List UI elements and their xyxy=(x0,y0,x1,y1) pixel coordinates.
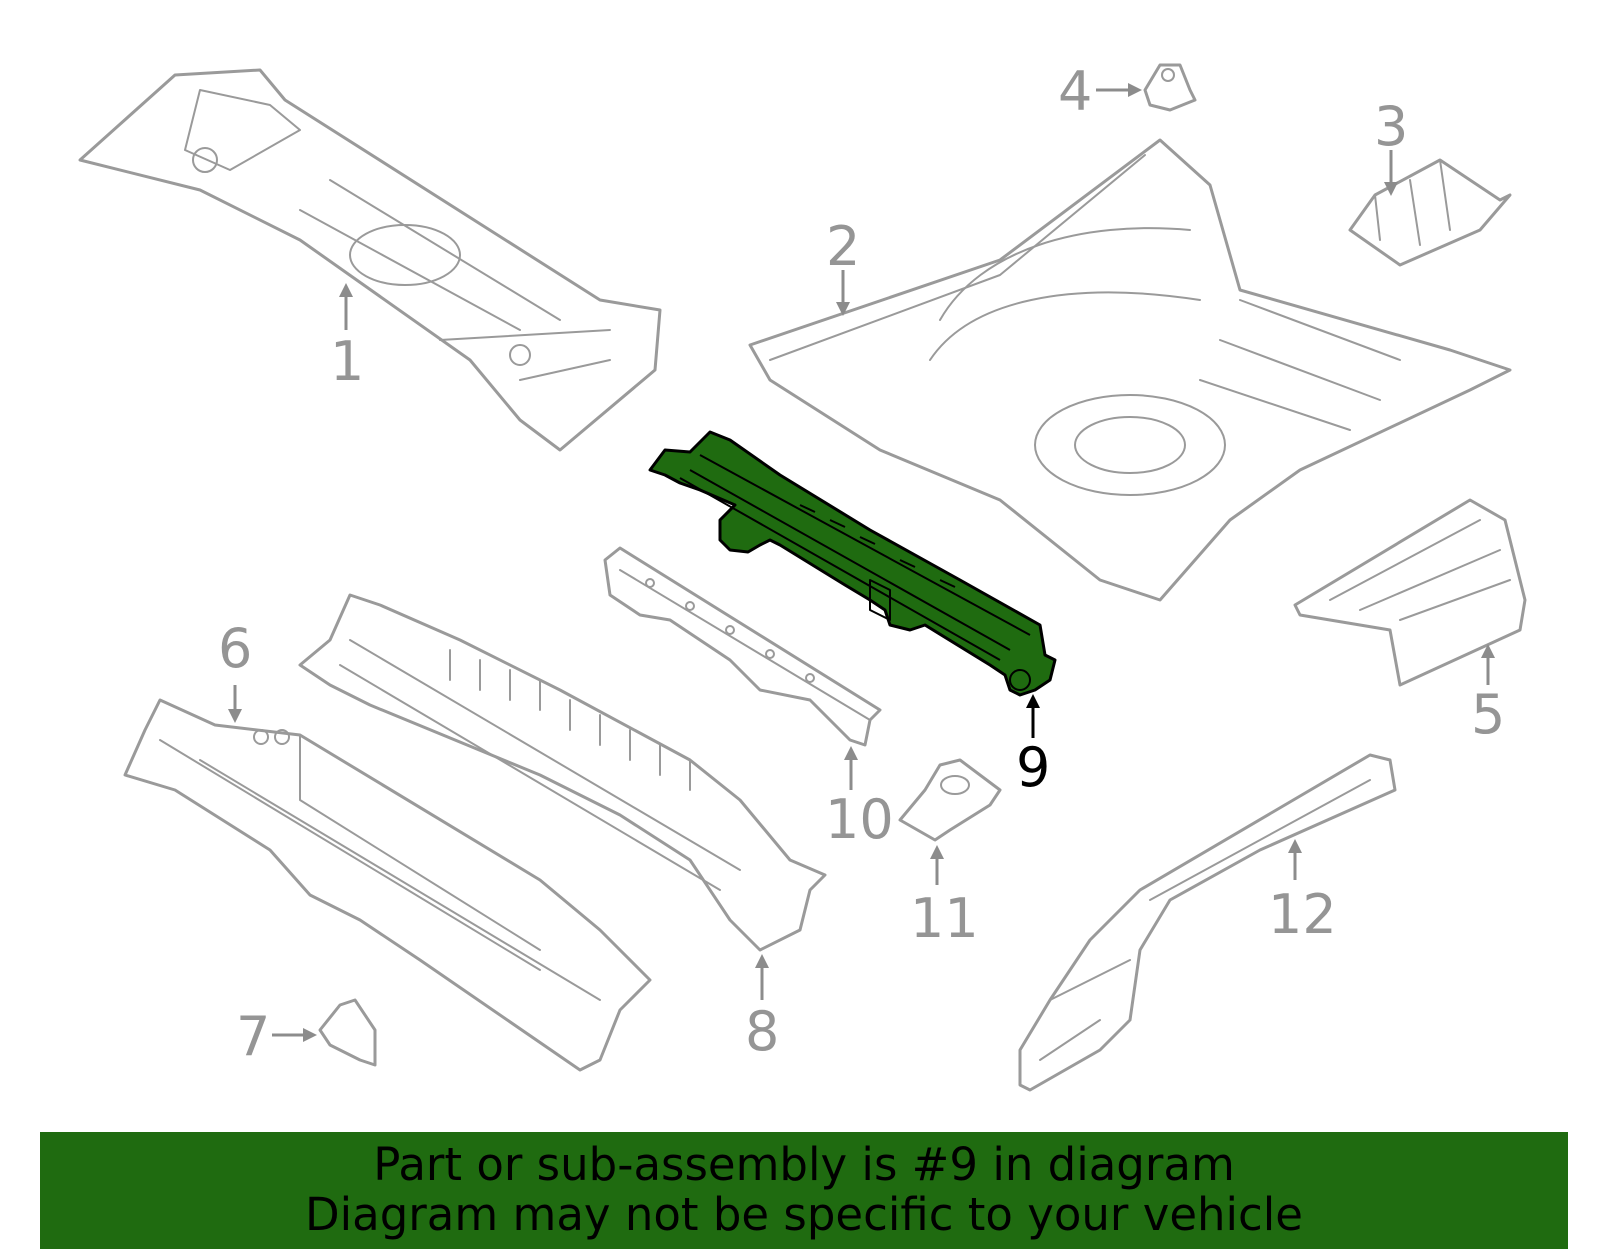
callout-7: 7 xyxy=(236,1005,270,1068)
callout-5: 5 xyxy=(1471,683,1505,746)
part-11-plate[interactable] xyxy=(898,758,1002,842)
callout-11: 11 xyxy=(910,887,979,950)
part-12-side-sill[interactable] xyxy=(1018,753,1397,1092)
callout-6: 6 xyxy=(218,617,252,680)
callout-1: 1 xyxy=(330,330,364,393)
arrow-8 xyxy=(755,954,769,1000)
part-4-clip[interactable] xyxy=(1143,63,1197,112)
callout-2: 2 xyxy=(826,215,860,278)
part-3-bracket[interactable] xyxy=(1348,158,1512,267)
arrow-12 xyxy=(1288,839,1302,880)
arrow-1 xyxy=(339,283,353,330)
part-2-rear-floor-pan[interactable] xyxy=(748,138,1512,602)
part-10-reinforcement[interactable] xyxy=(603,546,882,747)
arrow-3 xyxy=(1384,150,1398,196)
arrow-4 xyxy=(1096,83,1142,97)
arrow-7 xyxy=(272,1028,317,1042)
arrow-2 xyxy=(836,270,850,316)
banner-line-1: Part or sub-assembly is #9 in diagram xyxy=(373,1138,1235,1191)
callout-12: 12 xyxy=(1268,883,1337,946)
arrow-10 xyxy=(844,746,858,790)
callout-4: 4 xyxy=(1058,60,1092,123)
arrow-5 xyxy=(1481,644,1495,685)
part-9-rear-crossmember[interactable] xyxy=(648,430,1057,697)
arrow-6 xyxy=(228,685,242,723)
arrow-11 xyxy=(930,845,944,885)
part-1-front-floor-pan[interactable] xyxy=(78,68,662,452)
info-banner: Part or sub-assembly is #9 in diagram Di… xyxy=(40,1132,1568,1249)
arrow-9 xyxy=(1026,694,1040,738)
part-8-crossmember[interactable] xyxy=(298,593,827,952)
callout-8: 8 xyxy=(745,1000,779,1063)
callout-3: 3 xyxy=(1374,95,1408,158)
part-7-bracket[interactable] xyxy=(318,998,377,1067)
part-5-rear-panel[interactable] xyxy=(1293,498,1527,687)
part-6-side-rail[interactable] xyxy=(123,698,652,1072)
callout-10: 10 xyxy=(825,788,894,851)
callout-9: 9 xyxy=(1016,736,1050,799)
banner-line-2: Diagram may not be specific to your vehi… xyxy=(305,1188,1303,1241)
